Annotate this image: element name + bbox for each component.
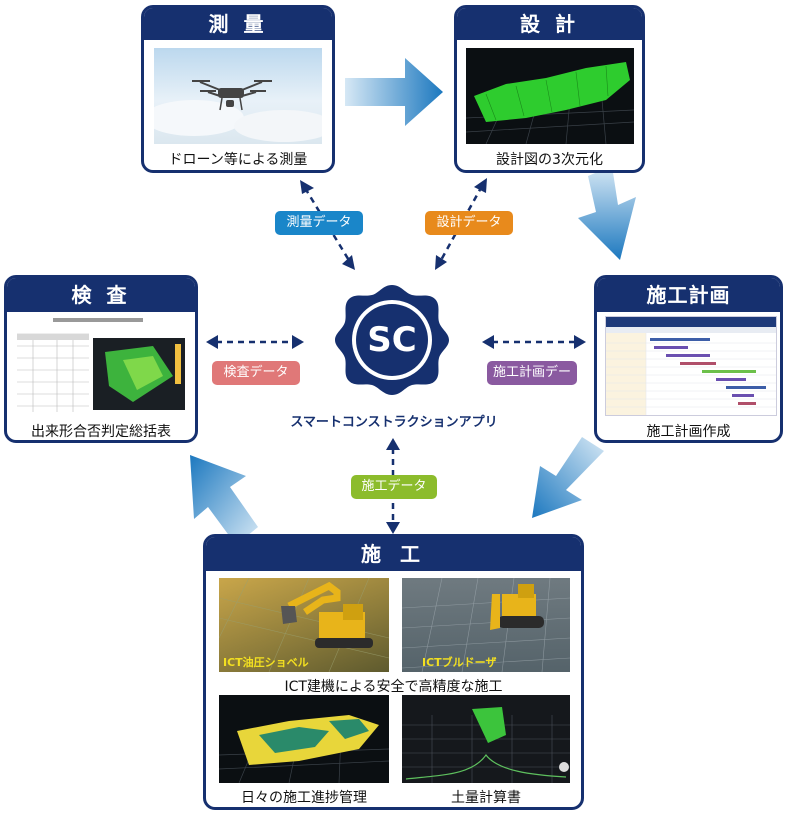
volume-caption: 土量計算書 [451,790,521,806]
flow-arrow-planning-to-construction [532,437,604,518]
volume-calc-image [402,695,570,783]
stage-design-card: 設 計 設計図の3次元化 [454,5,645,173]
stage-design-caption: 設計図の3次元化 [496,152,603,168]
progress-caption: 日々の施工進捗管理 [241,790,367,806]
hub-app-label: スマートコンストラクションアプリ [290,415,498,430]
stage-inspection-card: 検 査 出来形合否判定総括表 [4,275,198,443]
hub-logo: SC [333,281,451,399]
bulldozer-label: ICTブルドーザ [422,656,497,669]
excavator-photo: ICT油圧ショベル [219,578,389,672]
planning-data-tag: 施工計画データ [487,361,577,404]
bulldozer-icon [490,584,544,630]
survey-data-tag: 測量データ [275,211,363,235]
connector-survey [303,187,352,263]
inspection-data-tag: 検査データ [212,361,300,385]
excavator-icon [281,581,373,648]
design-3d-model-image [466,48,634,144]
drone-photo [154,48,322,144]
stage-design-title: 設 計 [457,8,642,40]
stage-inspection-caption: 出来形合否判定総括表 [31,424,171,440]
bulldozer-photo: ICTブルドーザ [402,578,570,672]
stage-planning-title: 施工計画 [597,278,780,312]
ict-machine-caption: ICT建機による安全で高精度な施工 [284,679,503,695]
gantt-chart-image [605,316,777,416]
connector-design [438,185,484,263]
stage-survey-title: 測 量 [144,8,332,40]
inspection-report-image [13,316,189,416]
construction-data-tag: 施工データ [351,475,437,499]
flow-arrow-construction-to-inspection [190,455,258,545]
stage-construction-card: 施 工 ICT油圧ショベル [203,534,584,810]
stage-planning-caption: 施工計画作成 [646,424,731,440]
stage-planning-card: 施工計画 施工計画作成 [594,275,783,443]
progress-map-image [219,695,389,783]
stage-survey-card: 測 量 ドローン等による測量 [141,5,335,173]
flow-arrow-survey-to-design [345,58,443,126]
design-data-tag: 設計データ [425,211,513,235]
stage-inspection-title: 検 査 [7,278,195,312]
drone-icon [192,80,272,111]
hub-logo-text: SC [367,320,417,360]
stage-survey-caption: ドローン等による測量 [168,152,308,168]
excavator-label: ICT油圧ショベル [223,656,309,669]
stage-construction-title: 施 工 [206,537,581,571]
flow-arrow-design-to-planning [578,166,636,260]
